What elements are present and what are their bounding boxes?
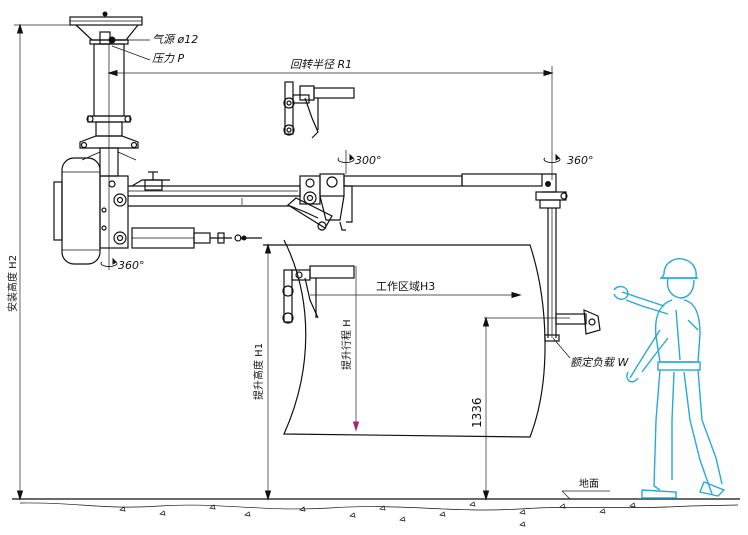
work-area-label: 工作区域H3	[376, 280, 435, 293]
height-1336-label: 1336	[470, 397, 484, 428]
rotation-360-base-label: 360°	[118, 259, 145, 272]
workpiece-outline	[263, 239, 546, 438]
rotation-300-label: 300°	[355, 154, 382, 167]
rated-load-label: 额定负载 W	[570, 356, 629, 369]
lift-height-label: 提升高度 H1	[252, 343, 265, 400]
ground-label: 地面	[579, 477, 599, 490]
support-column	[79, 43, 139, 250]
install-height-dimension	[14, 23, 75, 501]
lift-stroke-dimension	[352, 266, 360, 432]
install-height-label: 安装高度 H2	[6, 255, 19, 312]
worker-figure	[613, 258, 726, 499]
rotation-360-top-label: 360°	[567, 154, 594, 167]
rotation-mark-base	[100, 250, 118, 270]
pressure-label: 压力 P	[152, 52, 184, 65]
slew-radius-label: 回转半径 R1	[290, 58, 352, 71]
work-area-dimension	[310, 291, 522, 299]
upper-arm	[343, 173, 557, 193]
air-source-label: 气源 ø12	[152, 33, 198, 46]
slew-radius-dimension	[107, 66, 554, 180]
ceiling-mount	[69, 11, 143, 45]
lift-cylinder	[131, 227, 262, 249]
wrist-assembly	[535, 191, 601, 342]
inner-gripper	[282, 265, 355, 324]
lower-link	[286, 197, 333, 231]
ground-line	[12, 490, 740, 527]
gripper-detail-top	[283, 81, 355, 139]
lift-height-dimension	[264, 243, 272, 501]
lift-stroke-label: 提升行程 H	[340, 319, 353, 370]
motor-housing	[53, 157, 101, 265]
rotation-mark-360-top	[543, 153, 561, 163]
height-1336-dimension	[482, 316, 570, 501]
rotation-mark-300	[337, 150, 355, 174]
main-arm	[99, 171, 319, 249]
air-valve-icon	[99, 31, 150, 45]
